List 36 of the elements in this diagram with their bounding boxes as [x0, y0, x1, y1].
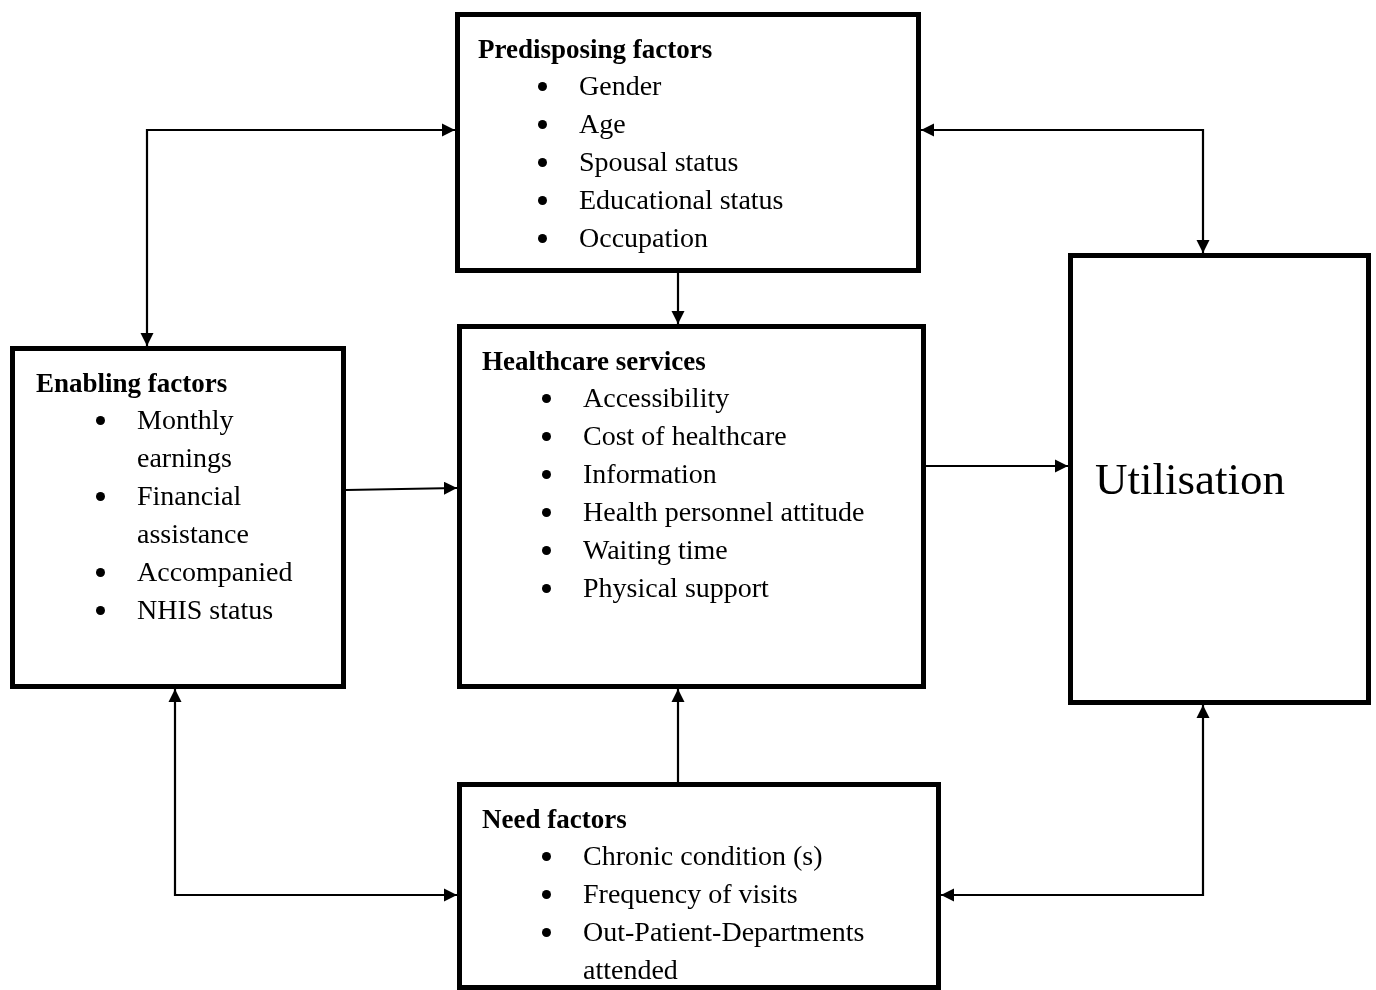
- bullet-item: Monthly earnings: [137, 403, 235, 475]
- arrow: [346, 481, 457, 495]
- bullet-item: Information: [583, 457, 717, 491]
- arrow: [168, 689, 457, 902]
- arrow: [926, 459, 1068, 473]
- box-heading: Enabling factors: [36, 367, 229, 400]
- bullet-item: Accessibility: [583, 381, 730, 415]
- box-heading: Need factors: [482, 803, 628, 836]
- arrow: [671, 273, 685, 324]
- bullet-item: NHIS status: [137, 593, 274, 627]
- bullet-item: Physical support: [583, 571, 769, 605]
- factor-box: [455, 12, 921, 273]
- box-title: Utilisation: [1094, 453, 1285, 506]
- arrow: [921, 123, 1210, 253]
- bullet-item: Accompanied: [137, 555, 293, 589]
- bullet-item: Educational status: [579, 183, 784, 217]
- bullet-item: Age: [579, 107, 626, 141]
- bullet-item: Gender: [579, 69, 662, 103]
- box-heading: Predisposing factors: [478, 33, 714, 66]
- arrow: [941, 705, 1210, 902]
- factor-box: [10, 346, 346, 689]
- bullet-item: Cost of healthcare: [583, 419, 787, 453]
- bullet-item: Frequency of visits: [583, 877, 798, 911]
- arrow: [140, 123, 455, 346]
- bullet-item: Spousal status: [579, 145, 739, 179]
- bullet-item: Waiting time: [583, 533, 728, 567]
- bullet-item: Occupation: [579, 221, 709, 255]
- factor-box: [457, 782, 941, 990]
- arrow: [671, 689, 685, 782]
- bullet-item: Chronic condition (s): [583, 839, 823, 873]
- box-heading: Healthcare services: [482, 345, 707, 378]
- factor-box: [1068, 253, 1371, 705]
- bullet-item: Out-Patient-Departments attended: [583, 915, 866, 987]
- bullet-item: Financial assistance: [137, 479, 250, 551]
- bullet-item: Health personnel attitude: [583, 495, 865, 529]
- factor-box: [457, 324, 926, 689]
